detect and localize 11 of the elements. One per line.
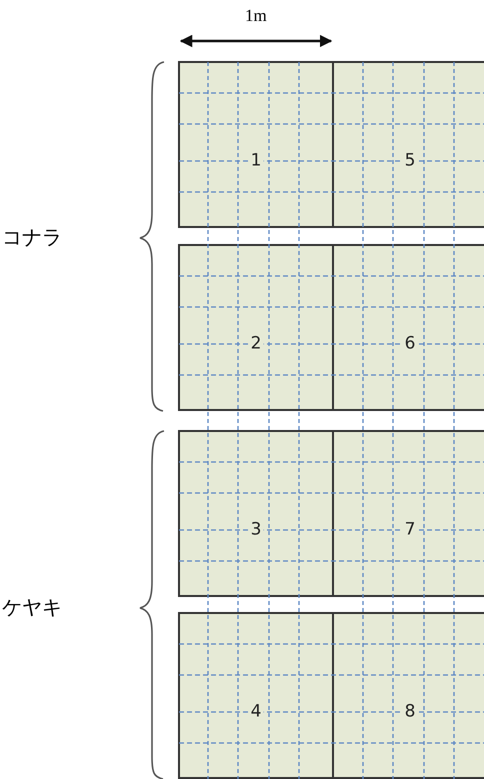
dimension-label: 1m bbox=[245, 6, 267, 26]
plot-cell bbox=[332, 430, 484, 597]
plot-cell bbox=[178, 612, 334, 779]
plot-cell bbox=[332, 61, 484, 228]
group-label: ケヤキ bbox=[2, 594, 62, 621]
plot-cell bbox=[178, 430, 334, 597]
plot-cell bbox=[178, 61, 334, 228]
plot-cell bbox=[178, 244, 334, 411]
group-label: コナラ bbox=[2, 224, 62, 251]
plot-cell bbox=[332, 612, 484, 779]
plot-cell bbox=[332, 244, 484, 411]
